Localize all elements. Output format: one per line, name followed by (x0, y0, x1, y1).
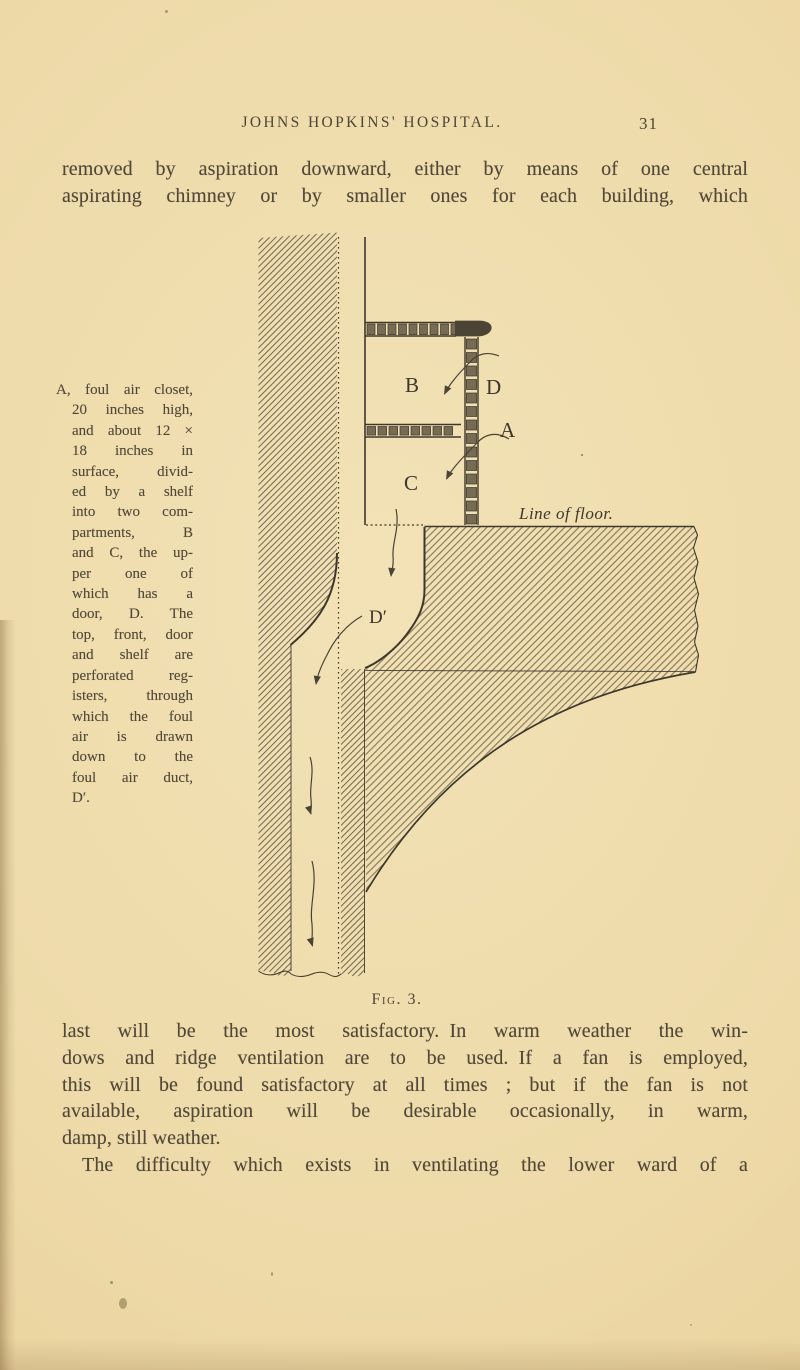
paper-speck (271, 1272, 273, 1276)
body-line: damp, still weather. (62, 1127, 221, 1150)
arrow-down-duct-1 (388, 508, 398, 577)
figure-3-engraving: B D A C D′ Line of floor. (250, 226, 780, 1016)
caption-line: ed by a shelf (72, 484, 193, 501)
register-cap-molding (455, 320, 492, 337)
caption-line: which the foul (72, 708, 193, 725)
caption-line: into two com- (72, 504, 193, 521)
body-line: last will be the most satisfactory. In w… (62, 1020, 748, 1042)
body-line: available, aspiration will be desirable … (62, 1100, 748, 1123)
closet-door-register (464, 337, 479, 525)
body-paragraph: last will be the most satisfactory. In w… (62, 1018, 748, 1179)
label-b: B (405, 373, 419, 397)
caption-line: air is drawn (72, 728, 193, 745)
label-d: D (486, 375, 501, 399)
body-line: The difficulty which exists in ventilati… (82, 1153, 748, 1176)
paper-speck (165, 10, 168, 13)
caption-line: and shelf are (72, 647, 193, 664)
intro-line: aspirating chimney or by smaller ones fo… (62, 184, 748, 207)
caption-line: and C, the up- (72, 545, 193, 562)
label-line-of-floor: Line of floor. (518, 504, 613, 523)
figure-side-caption: A, foul air closet, 20 inches high, and … (56, 380, 193, 809)
caption-line: A, foul air closet, (56, 382, 193, 398)
page-bottom-shade (0, 1338, 800, 1370)
caption-line: per one of (72, 565, 193, 582)
floor-mass (364, 525, 700, 893)
arrow-into-c (445, 433, 510, 480)
label-a: A (500, 418, 516, 442)
caption-line: 18 inches in (72, 443, 193, 460)
caption-line: surface, divid- (72, 463, 193, 480)
paper-speck (690, 1324, 692, 1326)
arrow-down-duct-4 (306, 860, 315, 947)
label-c: C (404, 471, 418, 495)
arrow-into-b (443, 352, 500, 395)
ceiling-cove-curve (365, 671, 696, 893)
caption-line: 20 inches high, (72, 402, 193, 419)
caption-line: partments, B (72, 524, 193, 541)
page-gutter-shadow (0, 620, 16, 1370)
top-register (365, 320, 492, 337)
caption-line: top, front, door (72, 626, 193, 643)
body-line: this will be found satisfactory at all t… (62, 1073, 748, 1096)
wall-section-hatch (258, 232, 364, 977)
shelf-register (365, 423, 461, 438)
caption-line: door, D. The (72, 606, 193, 623)
page-number: 31 (639, 114, 658, 133)
intro-paragraph: removed by aspiration downward, either b… (62, 156, 748, 210)
arrow-down-duct-2 (313, 615, 363, 685)
label-d-prime: D′ (369, 607, 387, 628)
foul-air-closet-diagram: B D A C D′ Line of floor. (258, 232, 700, 977)
figure-caption: Fig. 3. (371, 991, 423, 1008)
airflow-arrows (305, 352, 510, 947)
body-line: dows and ridge ventilation are to be use… (62, 1046, 748, 1069)
wall-edges (258, 552, 365, 977)
caption-line: isters, through (72, 688, 193, 705)
caption-line: D′. (72, 790, 90, 807)
running-head-title: JOHNS HOPKINS' HOSPITAL. (241, 114, 503, 131)
foul-air-closet (365, 320, 492, 525)
ink-speck (581, 454, 583, 456)
paper-speck (119, 1298, 127, 1309)
figure-labels: B D A C D′ Line of floor. (369, 373, 613, 628)
caption-line: down to the (72, 749, 193, 766)
caption-line: and about 12 × (72, 422, 193, 439)
paper-speck (110, 1281, 113, 1284)
arrow-down-duct-3 (305, 756, 313, 815)
intro-line: removed by aspiration downward, either b… (62, 158, 748, 180)
caption-line: perforated reg- (72, 667, 193, 684)
caption-line: foul air duct, (72, 769, 193, 786)
caption-line: which has a (72, 586, 193, 603)
ceiling-line (365, 670, 695, 672)
